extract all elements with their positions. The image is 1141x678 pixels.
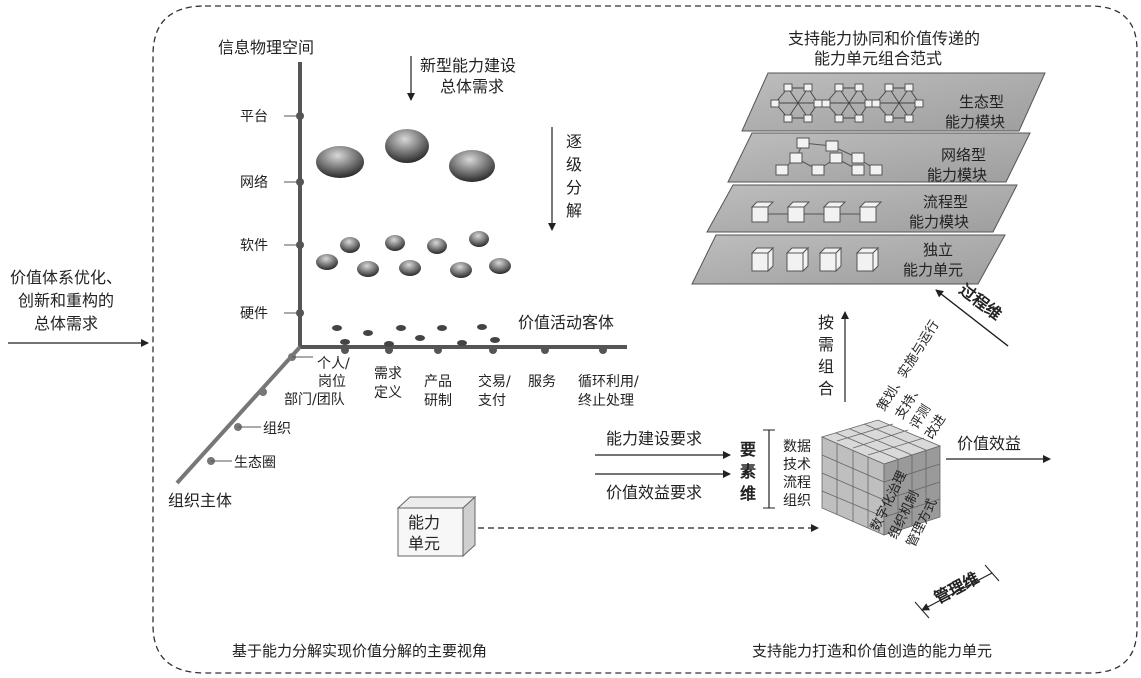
element-dim-2: 素 [740, 462, 756, 481]
value-benefit-label: 价值效益 [957, 434, 1021, 453]
stack-title-line1: 支持能力协同和价值传递的 [788, 29, 980, 48]
layer-network: 网络型 能力模块 [727, 132, 1031, 184]
horizontal-axis-title: 价值活动客体 [518, 313, 614, 332]
mgmt-dim-label: 管理维 [931, 568, 982, 607]
dtick-eco: 生态圈 [234, 455, 276, 471]
unit-box-line1: 能力 [408, 513, 440, 532]
htick-demand-2: 定义 [374, 385, 402, 401]
on-demand-4: 合 [818, 379, 834, 398]
capability-unit-box [396, 495, 477, 558]
diagonal-axis [175, 345, 302, 485]
element-item-process: 流程 [783, 475, 811, 491]
req-capability-label: 能力建设要求 [606, 429, 702, 448]
top-demand-line1: 新型能力建设 [420, 56, 516, 75]
outer-dashed-frame [152, 5, 1138, 674]
htick-service: 服务 [528, 374, 556, 390]
htick-demand-1: 需求 [374, 366, 402, 382]
software-spheres [316, 231, 511, 278]
req-value-label: 价值效益要求 [606, 483, 702, 502]
layer-independent: 独立 能力单元 [691, 234, 1006, 285]
on-demand-1: 按 [818, 313, 834, 332]
diagonal-axis-title: 组织主体 [168, 491, 232, 510]
htick-product-2: 研制 [424, 393, 452, 409]
htick-trade-2: 支付 [478, 393, 506, 409]
htick-product-1: 产品 [424, 374, 452, 390]
layer-ecological-l1: 生态型 [959, 93, 1004, 111]
decompose-1: 逐 [566, 132, 582, 151]
decompose-4: 解 [566, 201, 582, 220]
htick-recycle-1: 循环利用/ [578, 374, 639, 390]
vertical-axis-title: 信息物理空间 [218, 38, 314, 57]
vertical-ticks [284, 112, 304, 317]
layer-ecological: 生态型 能力模块 [741, 72, 1046, 132]
layer-independent-l1: 独立 [923, 241, 953, 259]
layer-process-l1: 流程型 [923, 193, 968, 211]
dtick-dept: 部门/团队 [284, 392, 345, 408]
platform-spheres [316, 129, 495, 182]
element-dim-3: 维 [740, 484, 756, 503]
decompose-3: 分 [566, 178, 582, 197]
stack-title-line2: 能力单元组合范式 [814, 49, 942, 68]
layer-network-l1: 网络型 [941, 146, 986, 164]
htick-recycle-2: 终止处理 [578, 393, 634, 409]
tick-network: 网络 [240, 175, 268, 191]
left-caption: 基于能力分解实现价值分解的主要视角 [232, 642, 487, 660]
tick-platform: 平台 [240, 109, 268, 125]
hardware-dots [332, 324, 500, 347]
tick-software: 软件 [240, 238, 268, 254]
element-item-org: 组织 [783, 493, 811, 509]
on-demand-2: 需 [818, 335, 834, 354]
on-demand-3: 组 [818, 357, 834, 376]
element-item-data: 数据 [783, 439, 811, 455]
element-item-tech: 技术 [783, 457, 811, 473]
layer-ecological-l2: 能力模块 [945, 113, 1005, 131]
element-dim-1: 要 [740, 440, 756, 459]
unit-box-line2: 单元 [408, 534, 440, 553]
left-input-line3: 总体需求 [34, 314, 98, 333]
dtick-org: 组织 [263, 421, 291, 437]
diagonal-ticks [207, 353, 296, 465]
right-caption: 支持能力打造和价值创造的能力单元 [752, 642, 992, 660]
horizontal-ticks [341, 346, 607, 354]
top-demand-line2: 总体需求 [440, 77, 504, 96]
htick-trade-1: 交易/ [478, 373, 511, 390]
process-dim-label: 过程维 [956, 280, 1006, 324]
mgmt-dim-arrow [921, 572, 993, 611]
htick-person-2: 岗位 [318, 374, 346, 390]
layer-network-l2: 能力模块 [927, 166, 987, 184]
decompose-2: 级 [566, 155, 582, 174]
layer-process-l2: 能力模块 [909, 213, 969, 231]
htick-person-1: 个人/ [317, 356, 350, 372]
tick-hardware: 硬件 [240, 306, 268, 322]
left-input-line1: 价值体系优化、 [10, 268, 122, 287]
layer-independent-l2: 能力单元 [903, 261, 963, 279]
layer-process: 流程型 能力模块 [706, 184, 1018, 233]
central-cube [820, 419, 942, 536]
left-input-line2: 创新和重构的 [18, 291, 114, 310]
